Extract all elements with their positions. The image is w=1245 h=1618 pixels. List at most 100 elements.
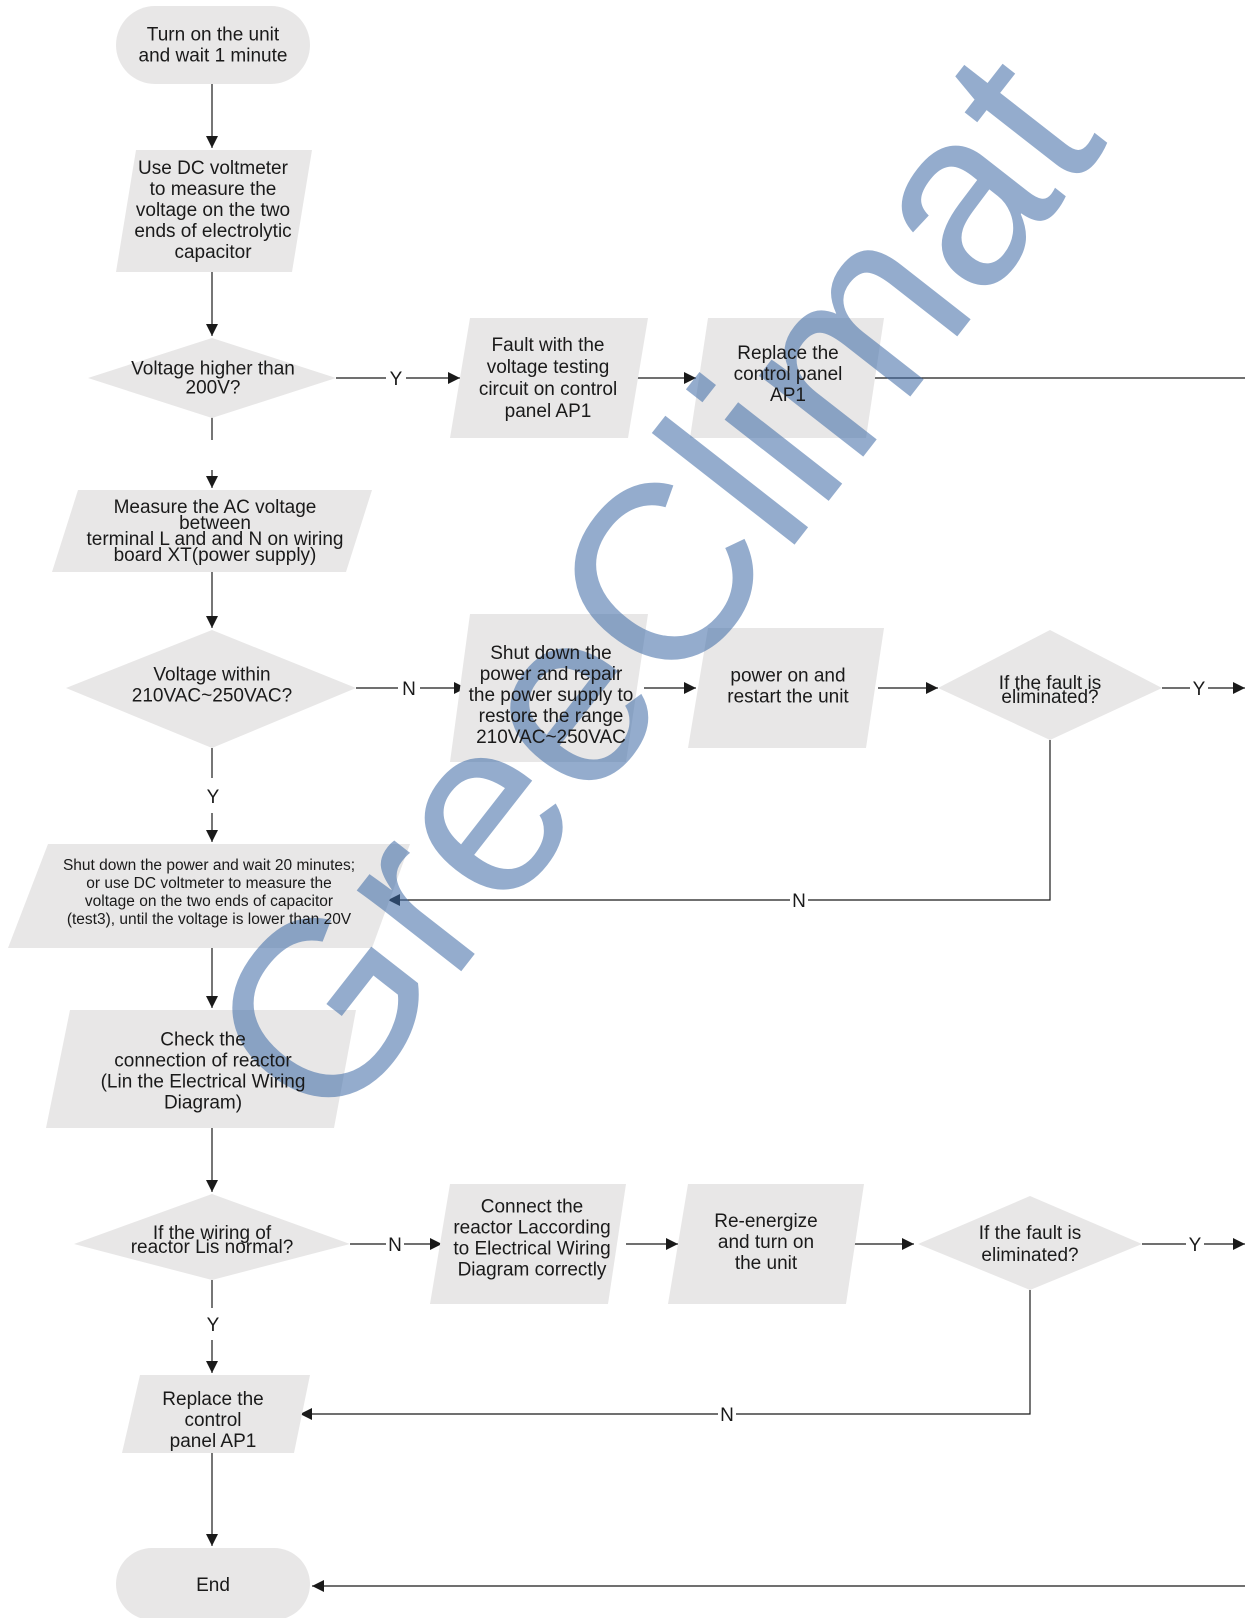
start-terminal — [116, 6, 310, 84]
edge-label-fault1-no: N — [792, 891, 806, 912]
end-terminal — [116, 1548, 310, 1618]
measure-dc-box — [116, 150, 312, 272]
repair-supply-box — [450, 614, 648, 762]
edge-fault2-no-a — [736, 1290, 1031, 1415]
label-line: circuit on control — [479, 379, 617, 400]
fault-testing-box — [450, 318, 648, 438]
label-line: to measure the — [150, 179, 277, 200]
decision-fault-2 — [918, 1196, 1142, 1290]
decision-voltage-high — [88, 338, 336, 418]
label-line: or use DC voltmeter to measure the — [86, 875, 332, 892]
label-line: Connect the — [481, 1197, 583, 1218]
shapes — [8, 6, 1162, 1618]
label-line: capacitor — [174, 242, 252, 263]
edge-label-wiring-yes: Y — [207, 1315, 220, 1336]
label-line: to Electrical Wiring — [453, 1239, 610, 1260]
replace-panel-box-2 — [122, 1375, 310, 1453]
label-line: Turn on the unit — [147, 25, 280, 46]
label-line: Re-energize — [714, 1211, 818, 1232]
label-line: (Lin the Electrical Wiring — [101, 1072, 306, 1093]
label-line: (test3), until the voltage is lower than… — [67, 911, 352, 928]
end-label: End — [196, 1575, 230, 1596]
label-line: connection of reactor — [114, 1051, 292, 1072]
label-line: power on and — [730, 666, 845, 687]
wait-discharge-box — [8, 844, 410, 948]
label-line: Fault with the — [492, 335, 605, 356]
edge-label-fault1-yes: Y — [1193, 679, 1206, 700]
label-line: voltage testing — [487, 357, 610, 378]
connectors — [206, 84, 1245, 1592]
edge-label-range-yes: Y — [207, 787, 220, 808]
label-line: End — [196, 1575, 230, 1596]
edge-label-fault2-yes: Y — [1189, 1235, 1202, 1256]
label-line: ends of electrolytic — [134, 221, 291, 242]
label-line: board XT(power supply) — [114, 545, 317, 566]
label-line: between — [179, 513, 251, 534]
label-line: If the wiring of — [153, 1223, 272, 1244]
label-line: eliminated? — [1001, 687, 1098, 708]
label-line: 200V? — [186, 378, 241, 399]
label-line: Shut down the power and wait 20 minutes; — [63, 857, 355, 874]
label-line: control panel — [734, 364, 843, 385]
measure-ac-box — [52, 490, 372, 572]
label-line: and wait 1 minute — [139, 46, 288, 67]
label-line: panel AP1 — [505, 401, 592, 422]
reenergize-box — [668, 1184, 864, 1304]
label-line: and turn on — [718, 1232, 814, 1253]
label-line: Measure the AC voltage — [114, 497, 317, 518]
edge-label-high-yes: Y — [390, 369, 403, 390]
label-line: AP1 — [770, 385, 806, 406]
restart-unit-box — [688, 628, 884, 748]
label-line: eliminated? — [981, 1245, 1078, 1266]
edge-label-wiring-no: N — [388, 1235, 402, 1256]
label-line: If the fault is — [999, 673, 1101, 694]
label-line: reactor Lis normal? — [131, 1237, 294, 1258]
label-line: 210VAC~250VAC? — [132, 686, 292, 707]
label-line: 210VAC~250VAC — [476, 727, 626, 748]
connect-reactor-box — [430, 1184, 626, 1304]
decision-voltage-range — [66, 630, 356, 748]
label-line: the power supply to — [469, 685, 634, 706]
check-reactor-box — [46, 1010, 356, 1128]
label-line: voltage on the two ends of capacitor — [85, 893, 333, 910]
label-line: If the fault is — [979, 1223, 1081, 1244]
wait-discharge-label: Shut down the power and wait 20 minutes;… — [63, 857, 355, 928]
label-line: power and repair — [480, 664, 623, 685]
label-line: Diagram) — [164, 1093, 242, 1114]
label-line: Replace the — [737, 343, 838, 364]
label-line: Shut down the — [490, 643, 611, 664]
label-line: Diagram correctly — [458, 1260, 607, 1281]
edge-label-fault2-no: N — [720, 1405, 734, 1426]
label-line: control — [184, 1410, 241, 1431]
label-line: panel AP1 — [170, 1431, 257, 1452]
decision-wiring — [74, 1194, 350, 1280]
label-line: restore the range — [479, 706, 624, 727]
label-line: terminal L and and N on wiring — [87, 529, 344, 550]
label-line: the unit — [735, 1253, 798, 1274]
replace-panel-box-1 — [690, 318, 884, 438]
edge-fault1-no-a — [808, 740, 1051, 901]
label-line: restart the unit — [727, 687, 849, 708]
label-line: Voltage within — [153, 665, 270, 686]
label-line: Use DC voltmeter — [138, 158, 289, 179]
label-line: voltage on the two — [136, 200, 290, 221]
edge-label-range-no: N — [402, 679, 416, 700]
edge-labels: Y N Y Y N N Y Y N — [207, 369, 1206, 1426]
label-line: Replace the — [162, 1389, 263, 1410]
label-line: reactor Laccording — [453, 1218, 610, 1239]
